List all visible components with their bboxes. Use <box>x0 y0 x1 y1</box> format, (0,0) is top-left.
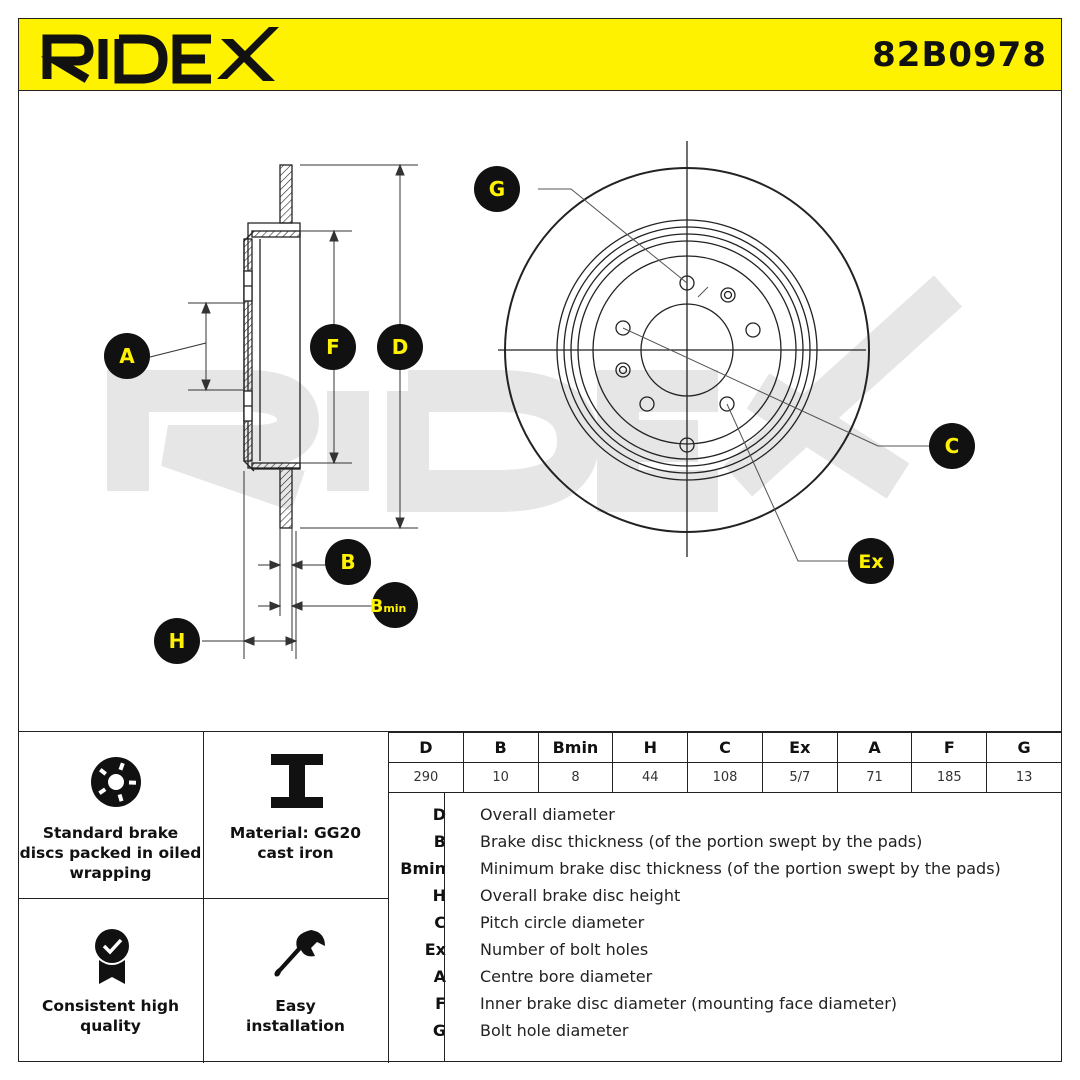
page-frame <box>18 18 1062 1062</box>
table-row: 290 10 8 44 108 5/7 71 185 13 <box>388 762 1062 793</box>
badge-b: B <box>325 539 371 585</box>
table-cell: 290 <box>388 762 464 793</box>
dimensions-table: D B Bmin H C Ex A F G 290 10 8 44 108 5/… <box>388 732 1062 793</box>
feature-divider <box>203 732 204 1063</box>
feature-divider <box>388 732 389 1063</box>
badge-f: F <box>310 324 356 370</box>
badge-a: A <box>104 333 150 379</box>
svg-text:G: G <box>489 177 505 201</box>
table-cell: 71 <box>836 762 913 793</box>
part-number: 82B0978 <box>872 35 1047 75</box>
badge-bmin: Bmin <box>370 582 418 628</box>
badge-a-text: A <box>119 344 135 368</box>
svg-text:Ex: Ex <box>858 551 883 573</box>
table-cell: 108 <box>687 762 763 793</box>
table-header: D <box>388 732 464 763</box>
svg-text:H: H <box>169 629 186 653</box>
svg-text:B: B <box>340 550 355 574</box>
table-cell: 185 <box>911 762 988 793</box>
wrench-icon <box>274 930 325 977</box>
table-cell: 13 <box>986 762 1062 793</box>
legend-divider <box>444 792 445 1062</box>
disc-side-view <box>243 164 301 529</box>
disc-front-view <box>498 141 930 562</box>
svg-text:D: D <box>392 335 409 359</box>
table-cell: 8 <box>537 762 614 793</box>
feature-divider <box>18 898 388 899</box>
table-header: Ex <box>761 732 838 763</box>
table-header: Bmin <box>537 732 614 763</box>
ridex-logo <box>41 27 279 84</box>
brake-disc-icon <box>91 757 141 807</box>
technical-drawing: A F D B Bmin H G C Ex <box>104 141 975 664</box>
table-cell: 5/7 <box>761 762 838 793</box>
svg-text:C: C <box>945 434 960 458</box>
svg-text:Bmin: Bmin <box>370 596 407 617</box>
badge-g: G <box>474 166 520 212</box>
table-cell: 10 <box>462 762 539 793</box>
svg-text:F: F <box>326 335 340 359</box>
table-header: C <box>687 732 763 763</box>
i-beam-icon <box>271 754 323 808</box>
badge-h: H <box>154 618 200 664</box>
label-badges: A F D B Bmin H G C Ex <box>104 166 975 664</box>
dimension-lines <box>149 163 418 659</box>
badge-ex: Ex <box>848 538 894 584</box>
badge-d: D <box>377 324 423 370</box>
quality-badge-icon <box>95 929 129 984</box>
table-header: B <box>462 732 539 763</box>
header-bar: 82B0978 <box>18 18 1062 91</box>
badge-c: C <box>929 423 975 469</box>
